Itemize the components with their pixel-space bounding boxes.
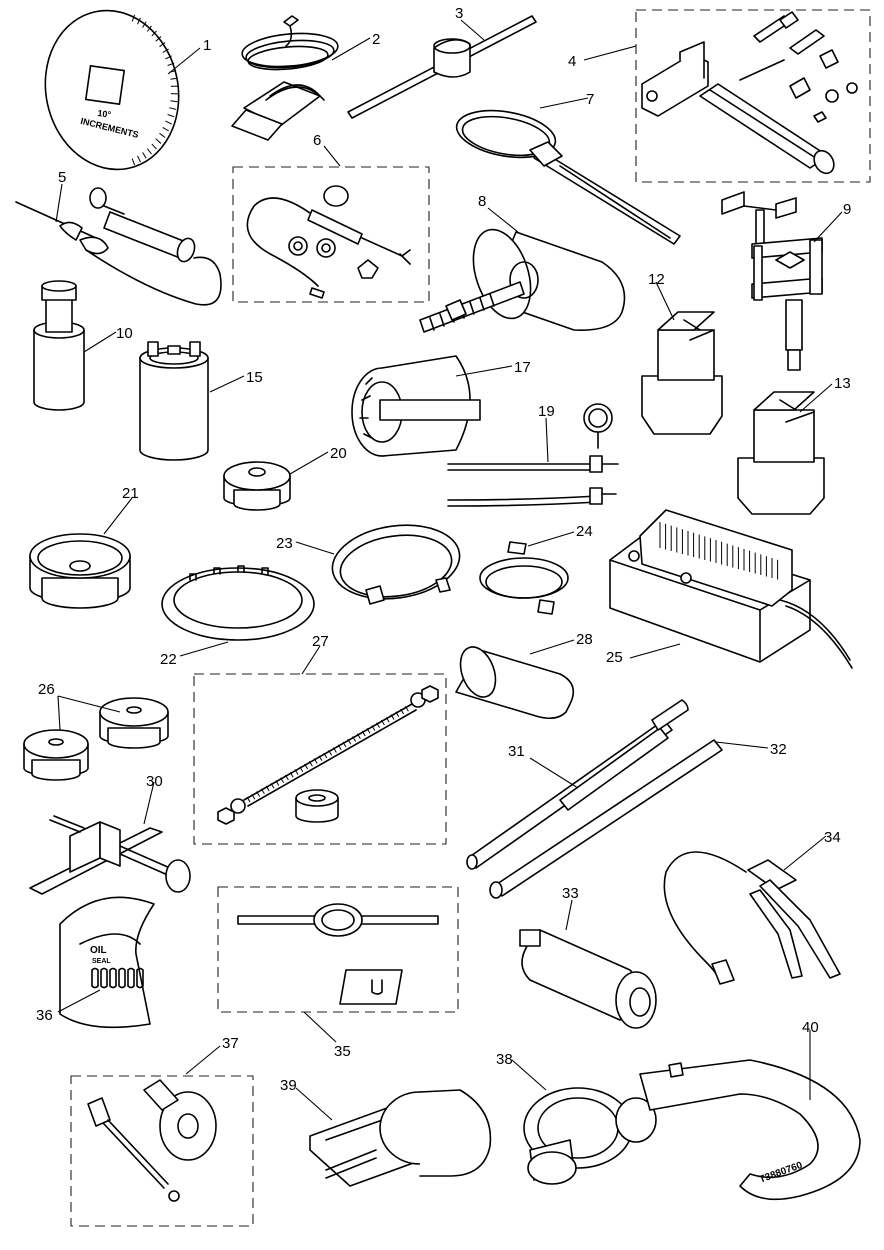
group-box-37 [70,1075,254,1227]
bearing-driver-10 [33,280,85,411]
callout-22: 22 [160,651,177,668]
press-frame-39 [309,1089,492,1187]
drift-pair-26 [23,697,169,781]
pressure-test-kit [246,185,411,299]
callout-31: 31 [508,743,525,760]
syringe-tool [15,187,222,306]
callout-10: 10 [116,325,133,342]
callout-17: 17 [514,359,531,376]
callout-33: 33 [562,885,579,902]
oil-seal-guard: OIL SEAL [59,896,155,1029]
slide-hammer-bars [466,699,723,899]
holding-fixture [29,815,191,895]
degree-disc-tool: 10° INCREMENTS [44,9,180,171]
callout-36: 36 [36,1007,53,1024]
callout-6: 6 [313,132,321,149]
battery-charger [609,509,853,669]
harness-adaptor-23 [331,524,461,605]
callout-37: 37 [222,1035,239,1052]
seal-label-oil: OIL [90,945,107,956]
callout-3: 3 [455,5,463,22]
sleeve-28 [455,646,575,720]
callout-9: 9 [843,201,851,218]
cup-drift-21 [29,533,131,609]
callout-21: 21 [122,485,139,502]
callout-24: 24 [576,523,593,540]
pressure-gauge-hoses [447,403,619,507]
callout-19: 19 [538,403,555,420]
callout-26: 26 [38,681,55,698]
bearing-drift-20 [223,461,291,511]
disc-label-degrees: 10° [97,108,112,120]
group-box-27 [193,673,447,845]
group-box-35 [217,886,459,1013]
bearing-press-38 [523,1087,657,1185]
callout-27: 27 [312,633,329,650]
drum-puller [419,228,626,333]
group-box-6 [232,166,430,303]
slide-hammer [519,929,657,1029]
callout-5: 5 [58,169,66,186]
callout-7: 7 [586,91,594,108]
chain-tool-set [641,11,858,175]
hose-clamp-pliers [663,851,841,985]
callout-34: 34 [824,829,841,846]
callout-30: 30 [146,773,163,790]
threaded-rod-kit [217,685,439,825]
callout-23: 23 [276,535,293,552]
diagnostic-cable [231,15,339,141]
callout-25: 25 [606,649,623,666]
callout-12: 12 [648,271,665,288]
seal-label-seal: SEAL [92,958,111,965]
callout-15: 15 [246,369,263,386]
callout-20: 20 [330,445,347,462]
c-spanner-40: T3880760 [639,1059,861,1201]
callout-38: 38 [496,1051,513,1068]
castellated-socket [139,341,209,461]
tap-wrench-kit [237,903,439,1005]
group-box-4 [635,9,871,183]
valve-spring-compressor [721,191,823,371]
strap-wrench [455,109,681,245]
callout-35: 35 [334,1043,351,1060]
callout-28: 28 [576,631,593,648]
lead-adaptor-24 [479,541,569,615]
callout-40: 40 [802,1019,819,1036]
callout-4: 4 [568,53,576,70]
clutch-holder [351,355,481,457]
callout-numbers: 1 2 3 4 7 5 6 8 9 10 12 13 15 17 19 20 2… [36,5,851,1094]
callout-39: 39 [280,1077,297,1094]
hex-adaptor-13 [737,391,825,515]
callout-8: 8 [478,193,486,210]
callout-13: 13 [834,375,851,392]
callout-32: 32 [770,741,787,758]
callout-1: 1 [203,37,211,54]
ring-tool [161,565,315,641]
hex-adaptor-12 [641,311,723,435]
t-bar-tool [347,15,537,119]
callout-2: 2 [372,31,380,48]
leader-lines [55,19,843,1121]
puller-set-37 [87,1079,217,1202]
